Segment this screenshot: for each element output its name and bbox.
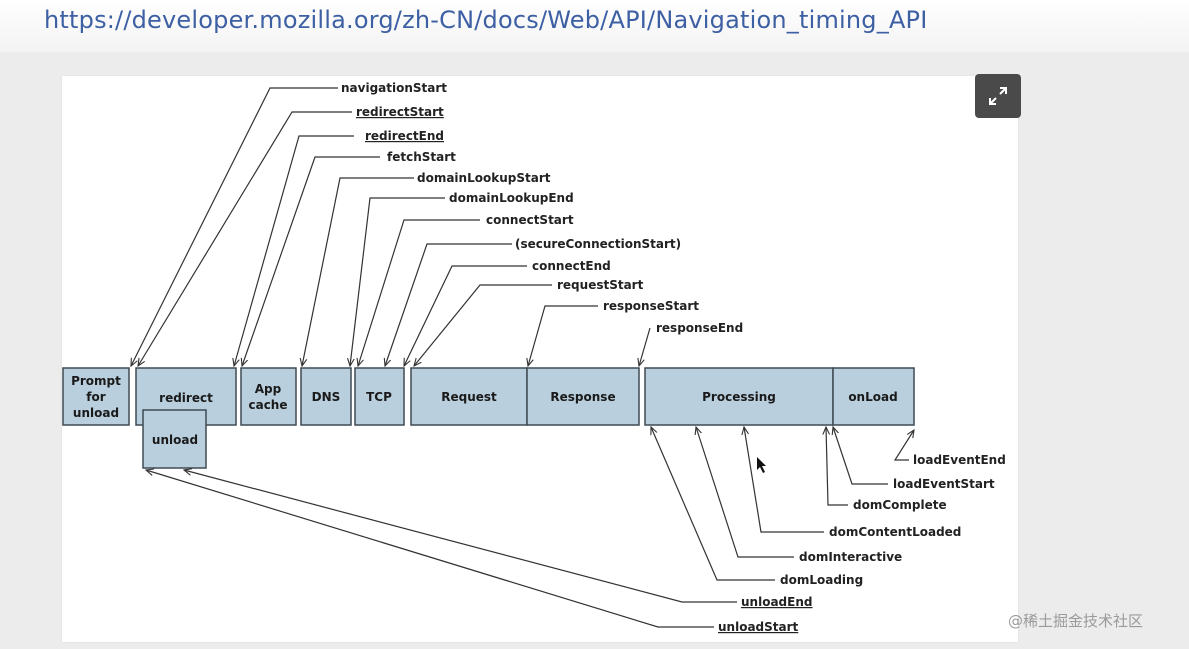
phase-response-label: Response [550,390,615,404]
expand-icon [989,87,1007,105]
diagram-card [62,76,1018,642]
phase-prompt-label-1: Prompt [71,374,121,388]
phase-prompt-box [62,367,130,426]
event-domainlookupstart: domainLookupStart [417,171,551,185]
event-connectend: connectEnd [532,259,611,273]
arrow-secureconnectionstart [385,243,512,366]
arrow-loadeventstart [833,427,888,485]
event-domcontentloaded: domContentLoaded [829,525,961,539]
event-domcomplete: domComplete [853,498,947,512]
arrow-redirectend [234,135,354,366]
phase-tcp-box [354,367,405,426]
phase-unload-box [142,409,207,469]
event-responsestart: responseStart [603,299,699,313]
arrow-loadeventend [893,430,914,461]
mouse-cursor-icon [757,457,766,473]
arrow-unloadstart [146,470,714,628]
event-unloadend: unloadEnd [741,595,812,609]
url-bar: https://developer.mozilla.org/zh-CN/docs… [0,0,1189,52]
event-secureconnectionstart: (secureConnectionStart) [515,237,681,251]
phase-dns-box [300,367,352,426]
arrow-fetchstart [242,156,380,366]
phase-tcp-label: TCP [366,390,392,404]
event-fetchstart: fetchStart [387,150,456,164]
phase-onload-label: onLoad [848,390,897,404]
event-domainlookupend: domainLookupEnd [449,191,574,205]
event-loadeventend: loadEventEnd [913,453,1006,467]
phase-response-box [526,367,640,426]
arrow-redirectstart [138,111,352,366]
event-unloadstart: unloadStart [718,620,799,634]
phase-appcache-box [240,367,297,426]
arrow-domloading [651,427,775,581]
event-requeststart: requestStart [557,278,644,292]
arrow-requeststart [414,284,552,366]
phase-unload-label: unload [152,433,198,447]
arrow-connectend [404,265,527,366]
phase-processing-label: Processing [702,390,776,404]
event-domloading: domLoading [780,573,863,587]
arrow-responsestart [528,305,598,366]
event-connectstart: connectStart [486,213,574,227]
phase-request-label: Request [441,390,497,404]
arrow-navigationstart [131,87,338,366]
arrow-domcomplete [826,427,848,506]
arrow-responseend [639,327,651,366]
event-responseend: responseEnd [656,321,743,335]
arrow-domainlookupend [350,197,445,366]
arrow-dominteractive [696,427,794,558]
event-loadeventstart: loadEventStart [893,477,995,491]
event-navigationstart: navigationStart [341,81,447,95]
phase-redirect-label: redirect [159,391,213,405]
phase-prompt-label-3: unload [73,406,119,420]
event-dominteractive: domInteractive [799,550,902,564]
phase-prompt-label-2: for [86,390,105,404]
phase-onload-box [832,367,915,426]
event-redirectend: redirectEnd [365,129,444,143]
phase-request-box [410,367,528,426]
watermark: @稀土掘金技术社区 [1008,612,1144,630]
arrow-domainlookupstart [302,177,414,366]
event-redirectstart: redirectStart [356,105,444,119]
arrow-connectstart [358,219,480,366]
phase-appcache-label-1: App [255,382,282,396]
arrow-unloadend [184,470,737,603]
phase-appcache-label-2: cache [248,398,287,412]
arrow-domcontentloaded [744,427,824,533]
phase-processing-box [644,367,834,426]
phase-dns-label: DNS [312,390,341,404]
expand-button[interactable] [975,74,1021,118]
page-url: https://developer.mozilla.org/zh-CN/docs… [44,6,928,34]
